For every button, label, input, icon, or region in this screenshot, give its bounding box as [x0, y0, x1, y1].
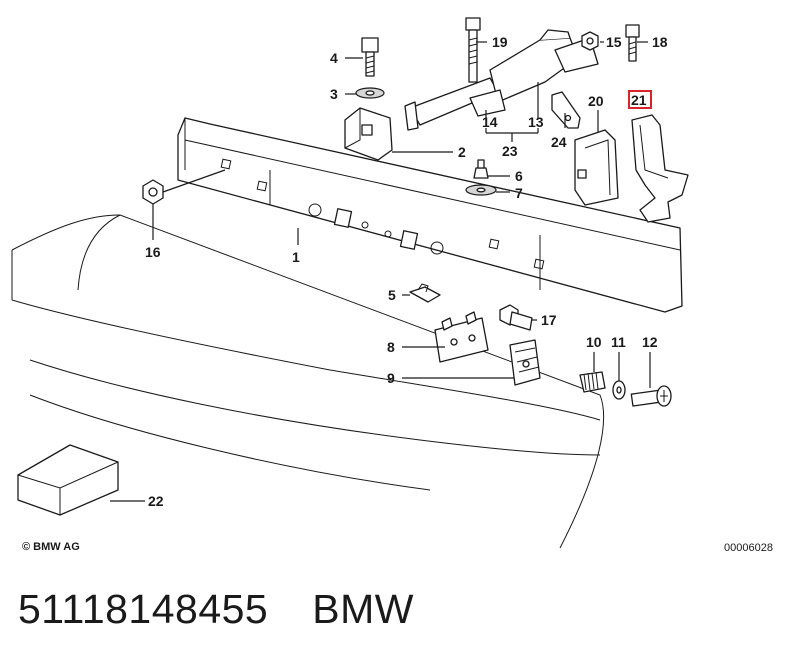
callout-11[interactable]: 11 — [611, 334, 626, 350]
callout-13[interactable]: 13 — [528, 114, 544, 130]
callout-9[interactable]: 9 — [387, 370, 395, 386]
brand-name: BMW — [312, 586, 414, 632]
clip-9 — [509, 339, 541, 386]
callout-4[interactable]: 4 — [330, 50, 338, 66]
nut-15 — [581, 31, 599, 51]
parts-diagram: 1 2 3 4 5 6 7 8 9 10 11 12 13 14 15 16 1… — [11, 17, 689, 549]
callout-10[interactable]: 10 — [586, 334, 602, 350]
callout-3[interactable]: 3 — [330, 86, 338, 102]
callout-14[interactable]: 14 — [482, 114, 498, 130]
rivet-6 — [473, 159, 489, 179]
callout-22[interactable]: 22 — [148, 493, 164, 509]
bolt-19 — [465, 17, 481, 83]
clip-5 — [409, 283, 441, 303]
spring-10 — [579, 371, 606, 393]
callout-19[interactable]: 19 — [492, 34, 508, 50]
part-number: 51118148455 — [18, 586, 269, 632]
callout-24[interactable]: 24 — [551, 134, 567, 150]
bracket-2 — [344, 107, 393, 161]
callout-18[interactable]: 18 — [652, 34, 668, 50]
highlight-box — [628, 90, 652, 109]
diagram-id: 00006028 — [724, 542, 773, 554]
callout-12[interactable]: 12 — [642, 334, 658, 350]
callout-20[interactable]: 20 — [588, 93, 604, 109]
bolt-4 — [361, 37, 379, 77]
callout-21[interactable]: 21 — [631, 92, 647, 108]
screw-12 — [630, 385, 672, 407]
bumper-carrier — [177, 117, 683, 313]
plate-8 — [434, 311, 489, 363]
bracket-24 — [551, 91, 581, 129]
callout-6[interactable]: 6 — [515, 168, 523, 184]
callout-15[interactable]: 15 — [606, 34, 622, 50]
washer-7 — [465, 184, 497, 196]
bolt-17 — [499, 304, 533, 331]
bracket-20 — [574, 129, 619, 206]
foam-block-22 — [17, 444, 119, 516]
callout-23[interactable]: 23 — [502, 143, 518, 159]
nut-16 — [142, 179, 164, 205]
callout-2[interactable]: 2 — [458, 144, 466, 160]
leader-lines — [110, 41, 651, 502]
bumper-cover — [11, 214, 605, 549]
washer-11 — [612, 380, 626, 400]
callout-17[interactable]: 17 — [541, 312, 557, 328]
callouts: 1 2 3 4 5 6 7 8 9 10 11 12 13 14 15 16 1… — [145, 34, 668, 509]
copyright-notice: © BMW AG — [22, 541, 80, 553]
callout-7[interactable]: 7 — [515, 185, 523, 201]
callout-8[interactable]: 8 — [387, 339, 395, 355]
callout-16[interactable]: 16 — [145, 244, 161, 260]
callout-5[interactable]: 5 — [388, 287, 396, 303]
washer-3 — [355, 87, 385, 99]
bracket-21 — [631, 114, 689, 223]
bolt-18 — [625, 24, 640, 62]
callout-1[interactable]: 1 — [292, 249, 300, 265]
part-footer: 51118148455 BMW — [18, 586, 414, 633]
